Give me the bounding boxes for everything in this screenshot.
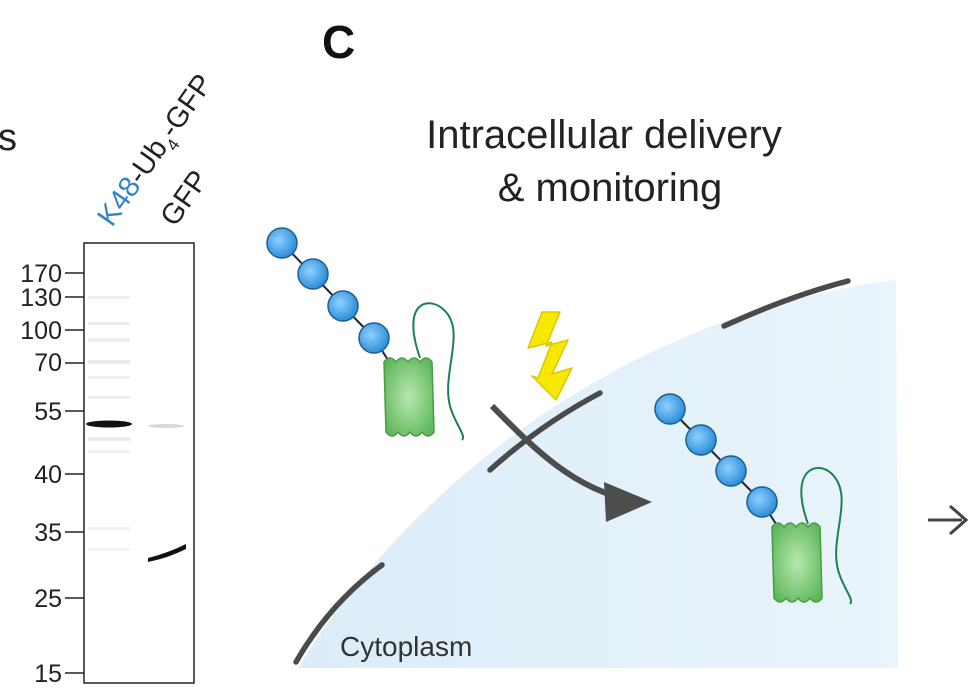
- svg-text:130: 130: [20, 284, 62, 312]
- ubiquitin-4: [358, 322, 390, 354]
- ubiquitin-1: [654, 393, 686, 425]
- arrow-head: [604, 482, 652, 522]
- band-k48-ub4-gfp: [86, 420, 132, 428]
- panel-letter-c: C: [322, 16, 355, 68]
- panel-c: C Intracellular delivery & monitoring Cy…: [266, 16, 969, 668]
- lane2-text: GFP: [155, 165, 215, 232]
- marker-70: 70: [34, 349, 84, 377]
- svg-text:40: 40: [34, 461, 62, 489]
- ubiquitin-3: [327, 290, 359, 322]
- svg-text:170: 170: [20, 260, 62, 288]
- marker-55: 55: [34, 398, 84, 426]
- gfp-barrel: [383, 357, 435, 437]
- ubiquitin-2: [297, 258, 329, 290]
- lightning-icon: [527, 311, 573, 401]
- gfp-tail: [412, 302, 464, 441]
- lane1-faint-bands: [88, 296, 130, 551]
- svg-text:25: 25: [34, 585, 62, 613]
- title-line2: & monitoring: [498, 166, 723, 210]
- marker-35: 35: [34, 519, 84, 547]
- marker-ladder: 170 130 100 70 55 40 35 25 15: [20, 260, 84, 688]
- lane1-suffix: -GFP: [153, 69, 219, 144]
- svg-text:70: 70: [34, 349, 62, 377]
- marker-130: 130: [20, 284, 84, 312]
- svg-text:55: 55: [34, 398, 62, 426]
- cell-membrane: [293, 278, 851, 665]
- svg-text:35: 35: [34, 519, 62, 547]
- ub4-gfp-construct-outside: [266, 227, 464, 441]
- gel-frame: [83, 242, 195, 684]
- marker-170: 170: [20, 260, 84, 288]
- cytoplasm-region: [298, 280, 898, 668]
- cytoplasm-label: Cytoplasm: [340, 631, 472, 662]
- marker-40: 40: [34, 461, 84, 489]
- ubiquitin-4: [746, 486, 778, 518]
- gfp-barrel: [771, 522, 823, 603]
- cut-letter: s: [0, 117, 17, 159]
- marker-100: 100: [20, 317, 84, 345]
- ubiquitin-1: [266, 227, 298, 259]
- svg-text:15: 15: [34, 660, 62, 688]
- ubiquitin-2: [685, 424, 717, 456]
- marker-15: 15: [34, 660, 84, 688]
- ubiquitin-3: [715, 455, 747, 487]
- band-gfp: [148, 544, 186, 562]
- ub4-gfp-construct-inside: [654, 393, 852, 605]
- lane2-label: GFP: [155, 165, 215, 232]
- panel-b: s K48-Ub4-GFP GFP: [0, 69, 219, 688]
- band-lane2-faint: [148, 424, 184, 428]
- marker-25: 25: [34, 585, 84, 613]
- title-line1: Intracellular delivery: [426, 113, 782, 157]
- svg-text:100: 100: [20, 317, 62, 345]
- next-arrow-icon: [928, 504, 969, 536]
- gfp-tail: [800, 466, 852, 605]
